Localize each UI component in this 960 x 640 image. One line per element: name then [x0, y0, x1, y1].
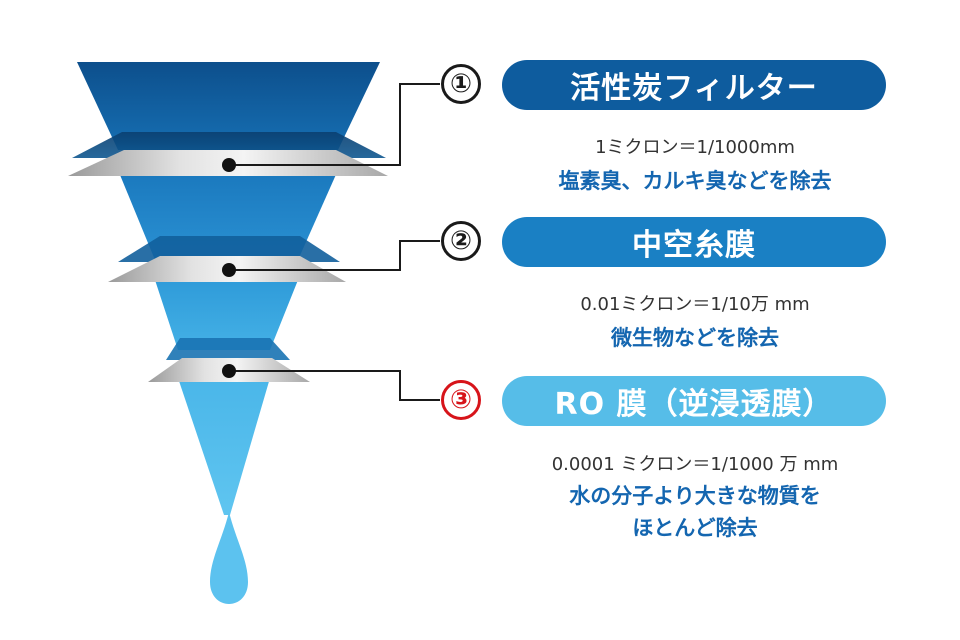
- number-badge-1: ①: [441, 64, 481, 104]
- number-badge-2: ②: [441, 221, 481, 261]
- layer-1-title-pill: 活性炭フィルター: [502, 60, 886, 110]
- leader-dot-3: [222, 364, 236, 378]
- funnel-section-3: [155, 280, 298, 350]
- leader-line-1: [229, 83, 440, 166]
- number-badge-3: ③: [441, 380, 481, 420]
- layer-2-spec: 0.01ミクロン＝1/10万 mm: [580, 294, 810, 315]
- layer-2-description: 微生物などを除去: [611, 326, 779, 350]
- layer-3-title-pill: RO 膜（逆浸透膜）: [502, 376, 886, 426]
- filter-plate-3-top: [166, 338, 290, 360]
- layer-1-spec: 1ミクロン＝1/1000mm: [595, 137, 795, 158]
- leader-dot-2: [222, 263, 236, 277]
- leader-line-3: [229, 370, 440, 401]
- funnel-section-4: [178, 378, 270, 515]
- water-droplet: [210, 512, 248, 604]
- funnel-section-1: [77, 62, 380, 150]
- layer-2-title-pill: 中空糸膜: [502, 217, 886, 267]
- layer-3-spec: 0.0001 ミクロン＝1/1000 万 mm: [551, 454, 839, 475]
- leader-line-2: [229, 240, 440, 271]
- layer-3-description-line-2: ほとんど除去: [632, 516, 758, 540]
- leader-dot-1: [222, 158, 236, 172]
- filter-plate-2-top: [118, 236, 340, 262]
- layer-3-description-line-1: 水の分子より大きな物質を: [569, 484, 821, 508]
- layer-1-description: 塩素臭、カルキ臭などを除去: [558, 169, 832, 193]
